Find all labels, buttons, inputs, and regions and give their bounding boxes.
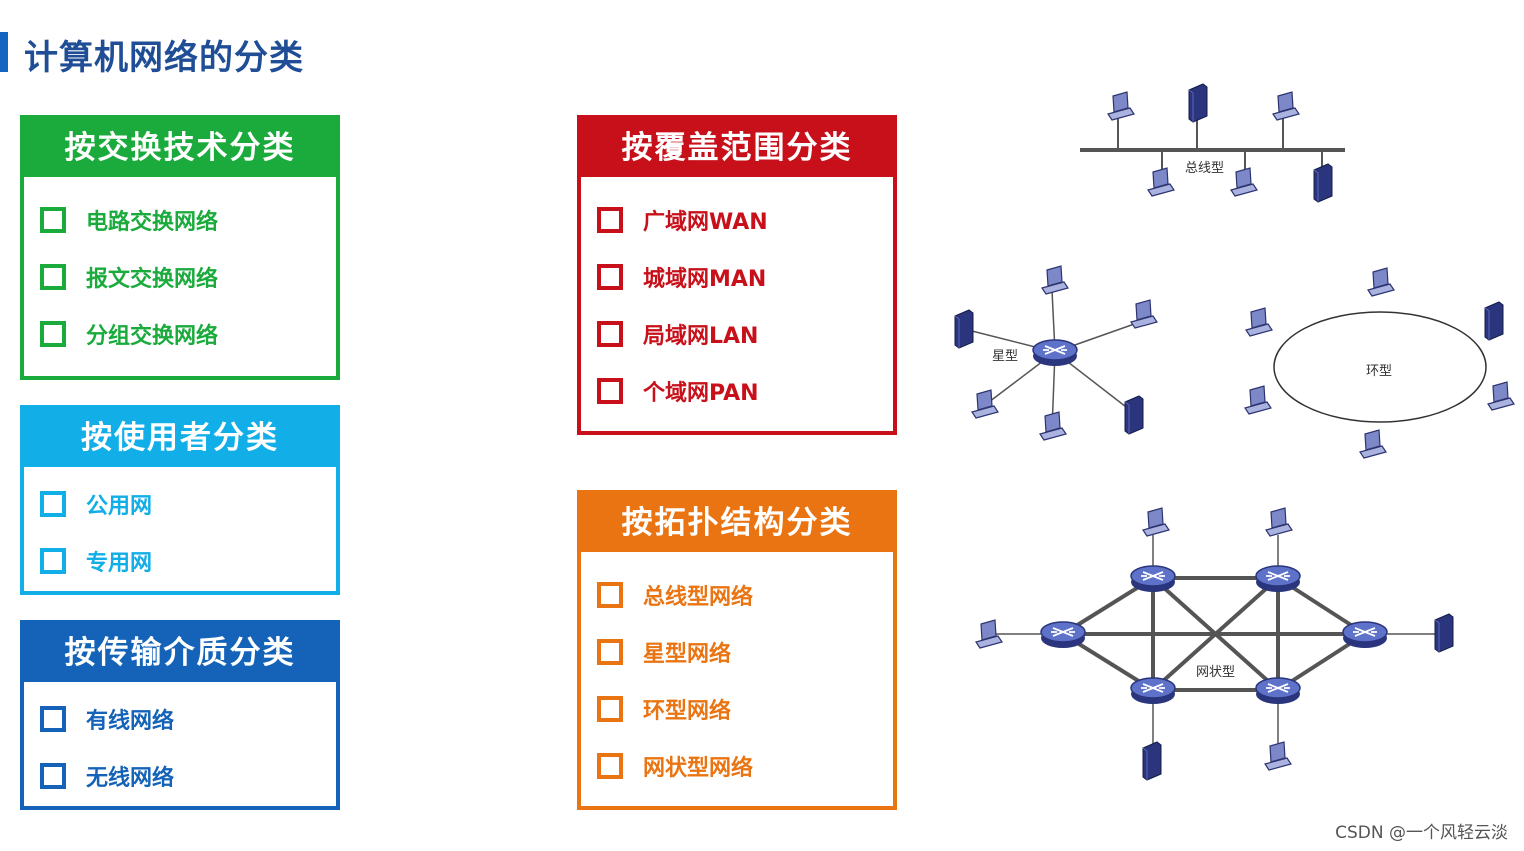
item-label: 专用网 (86, 550, 153, 576)
checkbox[interactable] (597, 581, 623, 608)
bus-label: 总线型 (1185, 161, 1224, 176)
category-switching-title: 按交换技术分类 (24, 119, 336, 177)
category-switching: 按交换技术分类 电路交换网络 报文交换网络 分组交换网络 (20, 115, 340, 380)
item-label: 电路交换网络 (86, 209, 219, 235)
list-item: 城域网MAN (581, 248, 893, 305)
checkbox[interactable] (40, 547, 66, 574)
checkbox[interactable] (597, 377, 623, 404)
item-label: 总线型网络 (643, 584, 754, 610)
list-item: 个域网PAN (581, 362, 893, 419)
item-label: 分组交换网络 (86, 323, 219, 349)
item-label: 环型网络 (643, 698, 732, 724)
item-label: 星型网络 (643, 641, 732, 667)
category-topology-title: 按拓扑结构分类 (581, 494, 893, 552)
checkbox[interactable] (40, 320, 66, 347)
list-item: 公用网 (24, 475, 336, 532)
checkbox[interactable] (40, 762, 66, 789)
category-users-title: 按使用者分类 (24, 409, 336, 467)
checkbox[interactable] (40, 705, 66, 732)
list-item: 环型网络 (581, 680, 893, 737)
checkbox[interactable] (40, 206, 66, 233)
list-item: 无线网络 (24, 747, 336, 804)
checkbox[interactable] (40, 263, 66, 290)
checkbox[interactable] (597, 638, 623, 665)
star-topology-diagram: 星型 (954, 265, 1158, 441)
category-medium-title: 按传输介质分类 (24, 624, 336, 682)
checkbox[interactable] (597, 752, 623, 779)
checkbox[interactable] (597, 695, 623, 722)
ring-topology-diagram: 环型 (1244, 267, 1515, 459)
list-item: 网状型网络 (581, 737, 893, 794)
list-item: 报文交换网络 (24, 248, 336, 305)
checkbox[interactable] (40, 490, 66, 517)
category-coverage-title: 按覆盖范围分类 (581, 119, 893, 177)
list-item: 广域网WAN (581, 191, 893, 248)
bus-topology-diagram: 总线型 (1080, 83, 1345, 203)
item-label: 报文交换网络 (86, 266, 219, 292)
item-label: 网状型网络 (643, 755, 754, 781)
star-label: 星型 (992, 349, 1018, 364)
list-item: 分组交换网络 (24, 305, 336, 362)
mesh-label: 网状型 (1196, 665, 1235, 680)
mesh-topology-diagram: 网状型 (975, 507, 1454, 781)
checkbox[interactable] (597, 320, 623, 347)
item-label: 无线网络 (86, 765, 175, 791)
category-topology: 按拓扑结构分类 总线型网络 星型网络 环型网络 网状型网络 (577, 490, 897, 810)
item-label: 公用网 (86, 493, 153, 519)
category-medium: 按传输介质分类 有线网络 无线网络 (20, 620, 340, 810)
list-item: 星型网络 (581, 623, 893, 680)
list-item: 电路交换网络 (24, 191, 336, 248)
checkbox[interactable] (597, 206, 623, 233)
category-users: 按使用者分类 公用网 专用网 (20, 405, 340, 595)
item-label: 有线网络 (86, 708, 175, 734)
item-label: 个域网PAN (643, 380, 759, 406)
csdn-credit: CSDN @一个风轻云淡 (1335, 823, 1508, 843)
category-coverage: 按覆盖范围分类 广域网WAN 城域网MAN 局域网LAN 个域网PAN (577, 115, 897, 435)
ring-label: 环型 (1366, 364, 1392, 379)
item-label: 局域网LAN (643, 323, 759, 349)
title-accent-bar (0, 32, 8, 72)
page-title: 计算机网络的分类 (24, 38, 304, 78)
list-item: 专用网 (24, 532, 336, 589)
item-label: 城域网MAN (643, 266, 767, 292)
list-item: 局域网LAN (581, 305, 893, 362)
list-item: 有线网络 (24, 690, 336, 747)
list-item: 总线型网络 (581, 566, 893, 623)
item-label: 广域网WAN (643, 209, 768, 235)
checkbox[interactable] (597, 263, 623, 290)
